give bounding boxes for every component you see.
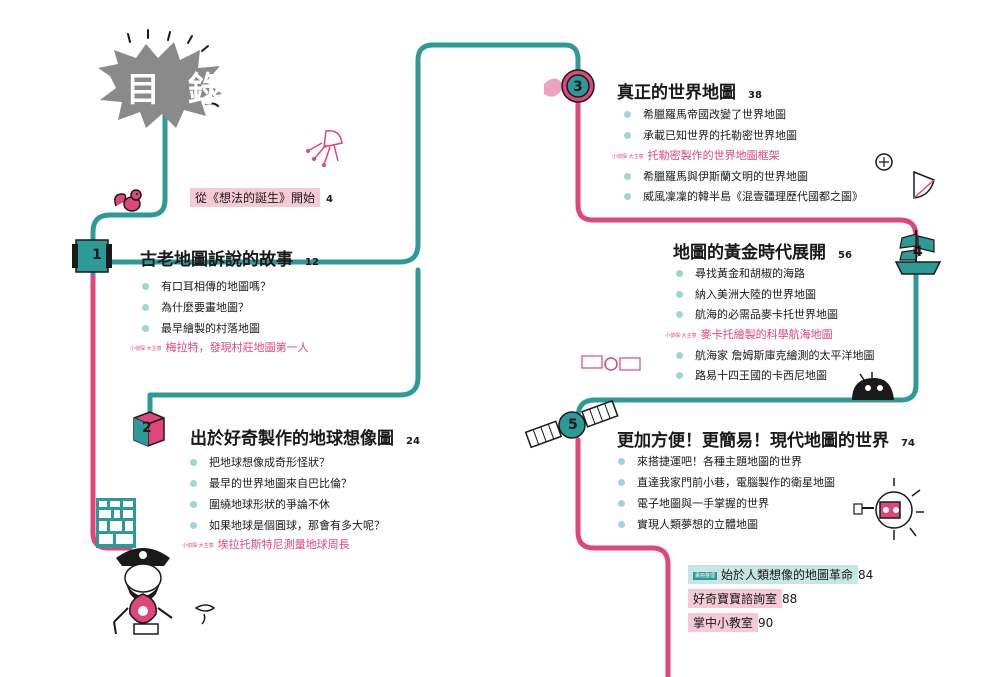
chapter-2-item[interactable]: 最早的世界地圖來自巴比倫？	[190, 475, 352, 491]
box-icon	[133, 411, 165, 447]
pink-route-5	[575, 437, 671, 677]
page-title: 目 錄	[126, 70, 230, 110]
intro-page: 4	[326, 194, 333, 205]
chapter-4-special[interactable]: 小偵探‧大主意麥卡托繪製的科學航海地圖	[665, 326, 833, 342]
chapter-4-page: 56	[838, 250, 852, 261]
chapter-3-special[interactable]: 小偵探‧大主意托勒密製作的世界地圖框架	[612, 147, 780, 163]
fish-icon	[194, 604, 216, 625]
ending-label-1: 畫冊整理始於人類想像的地圖革命	[688, 565, 859, 584]
chapter-5-title-text: 更加方便！更簡易！現代地圖的世界	[617, 431, 889, 451]
chapter-1-item[interactable]: 有口耳相傳的地圖嗎？	[142, 278, 271, 294]
chapter-3-item[interactable]: 承載已知世界的托勒密世界地圖	[624, 127, 797, 143]
chapter-5-item[interactable]: 實現人類夢想的立體地圖	[618, 516, 758, 532]
teal-route	[90, 42, 581, 265]
robot-icon	[853, 478, 924, 540]
chapter-4-title-text: 地圖的黃金時代展開	[673, 243, 826, 263]
chapter-4-title[interactable]: 地圖的黃金時代展開 56	[673, 238, 852, 263]
squirrel-icon	[114, 189, 142, 212]
ending-page-1: 84	[858, 568, 874, 582]
chapter-3-special-text: 托勒密製作的世界地圖框架	[647, 149, 780, 162]
trumpet-icon	[544, 69, 595, 103]
chapter-5-page: 74	[901, 438, 915, 449]
ending-entry-1[interactable]: 畫冊整理始於人類想像的地圖革命 84	[688, 565, 873, 584]
chapter-4-number: 4	[913, 244, 923, 260]
chapter-5-title[interactable]: 更加方便！更簡易！現代地圖的世界 74	[617, 426, 915, 451]
chapter-5-item[interactable]: 來搭捷運吧！各種主題地圖的世界	[618, 453, 802, 469]
intro-entry[interactable]: 從《想法的誕生》開始 4	[190, 188, 333, 207]
chapter-1-number: 1	[92, 247, 102, 263]
chapter-3-item[interactable]: 希臘羅馬帝國改變了世界地圖	[624, 106, 786, 122]
chapter-3-item[interactable]: 威風凜凜的韓半島《混壹疆理歷代國都之圖》	[624, 188, 863, 204]
chapter-2-special[interactable]: 小偵探‧大主意埃拉托斯特尼測量地球周長	[182, 536, 350, 552]
chapter-1-title-text: 古老地圖訴說的故事	[140, 250, 293, 270]
special-tag: 小偵探‧大主意	[182, 542, 214, 549]
ending-label-3: 掌中小教室	[688, 613, 759, 632]
pink-route-3	[575, 92, 919, 258]
jellyfish-icon	[306, 130, 343, 167]
special-tag: 小偵探‧大主意	[130, 345, 162, 352]
chapter-5-number: 5	[568, 417, 578, 433]
chapter-2-number: 2	[142, 420, 152, 436]
chapter-1-item[interactable]: 為什麼要畫地圖？	[142, 299, 249, 315]
chapter-3-page: 38	[748, 90, 762, 101]
chapter-4-item[interactable]: 納入美洲大陸的世界地圖	[676, 286, 816, 302]
chapter-2-title-text: 出於好奇製作的地球想像圖	[190, 429, 394, 449]
chapter-2-special-text: 埃拉托斯特尼測量地球周長	[217, 538, 350, 551]
ending-tag: 畫冊整理	[693, 572, 718, 580]
chapter-2-page: 24	[406, 436, 420, 447]
chapter-3-number: 3	[573, 79, 583, 95]
chapter-3-title[interactable]: 真正的世界地圖 38	[617, 78, 762, 103]
chapter-1-title[interactable]: 古老地圖訴說的故事 12	[140, 245, 319, 270]
pirate-icon	[113, 548, 173, 635]
ending-label-2: 好奇寶寶諮詢室	[688, 589, 783, 608]
ending-page-2: 88	[782, 592, 798, 606]
title-burst-icon	[98, 29, 222, 128]
ending-page-3: 90	[758, 616, 774, 630]
chapter-5-item[interactable]: 電子地圖與一手掌握的世界	[618, 495, 769, 511]
chapter-4-item[interactable]: 航海的必需品麥卡托世界地圖	[676, 306, 838, 322]
chapter-3-title-text: 真正的世界地圖	[617, 83, 736, 103]
compass-icon	[875, 153, 935, 199]
chapter-2-item[interactable]: 把地球想像成奇形怪狀？	[190, 454, 330, 470]
ship-icon	[894, 230, 942, 275]
special-tag: 小偵探‧大主意	[612, 153, 644, 160]
ending-label-text-1: 始於人類想像的地圖革命	[721, 568, 854, 582]
chapter-2-item[interactable]: 如果地球是個圓球，那會有多大呢？	[190, 517, 385, 533]
chapter-5-item[interactable]: 直達我家門前小巷，電腦製作的衛星地圖	[618, 474, 835, 490]
chapter-4-item[interactable]: 尋找黃金和胡椒的海路	[676, 265, 805, 281]
chapter-4-special-text: 麥卡托繪製的科學航海地圖	[700, 328, 833, 341]
satellite-small-icon	[581, 355, 641, 371]
chapter-1-special-text: 梅拉特，發現村莊地圖第一人	[165, 341, 309, 354]
chapter-2-item[interactable]: 圍繞地球形狀的爭論不休	[190, 496, 330, 512]
film-icon	[72, 239, 112, 273]
whale-icon	[852, 372, 894, 400]
satellite-icon	[524, 399, 619, 449]
city-map-icon	[96, 498, 136, 548]
chapter-1-item[interactable]: 最早繪製的村落地圖	[142, 320, 260, 336]
chapter-1-page: 12	[305, 257, 319, 268]
chapter-4-item[interactable]: 航海家 詹姆斯庫克繪測的太平洋地圖	[676, 347, 875, 363]
chapter-3-item[interactable]: 希臘羅馬與伊斯蘭文明的世界地圖	[624, 168, 808, 184]
teal-route-5	[575, 272, 919, 433]
teal-route-3	[147, 267, 421, 398]
intro-label: 從《想法的誕生》開始	[190, 188, 321, 207]
chapter-4-item[interactable]: 路易十四王國的卡西尼地圖	[676, 367, 827, 383]
special-tag: 小偵探‧大主意	[665, 332, 697, 339]
chapter-1-special[interactable]: 小偵探‧大主意梅拉特，發現村莊地圖第一人	[130, 339, 309, 355]
chapter-2-title[interactable]: 出於好奇製作的地球想像圖 24	[190, 424, 420, 449]
